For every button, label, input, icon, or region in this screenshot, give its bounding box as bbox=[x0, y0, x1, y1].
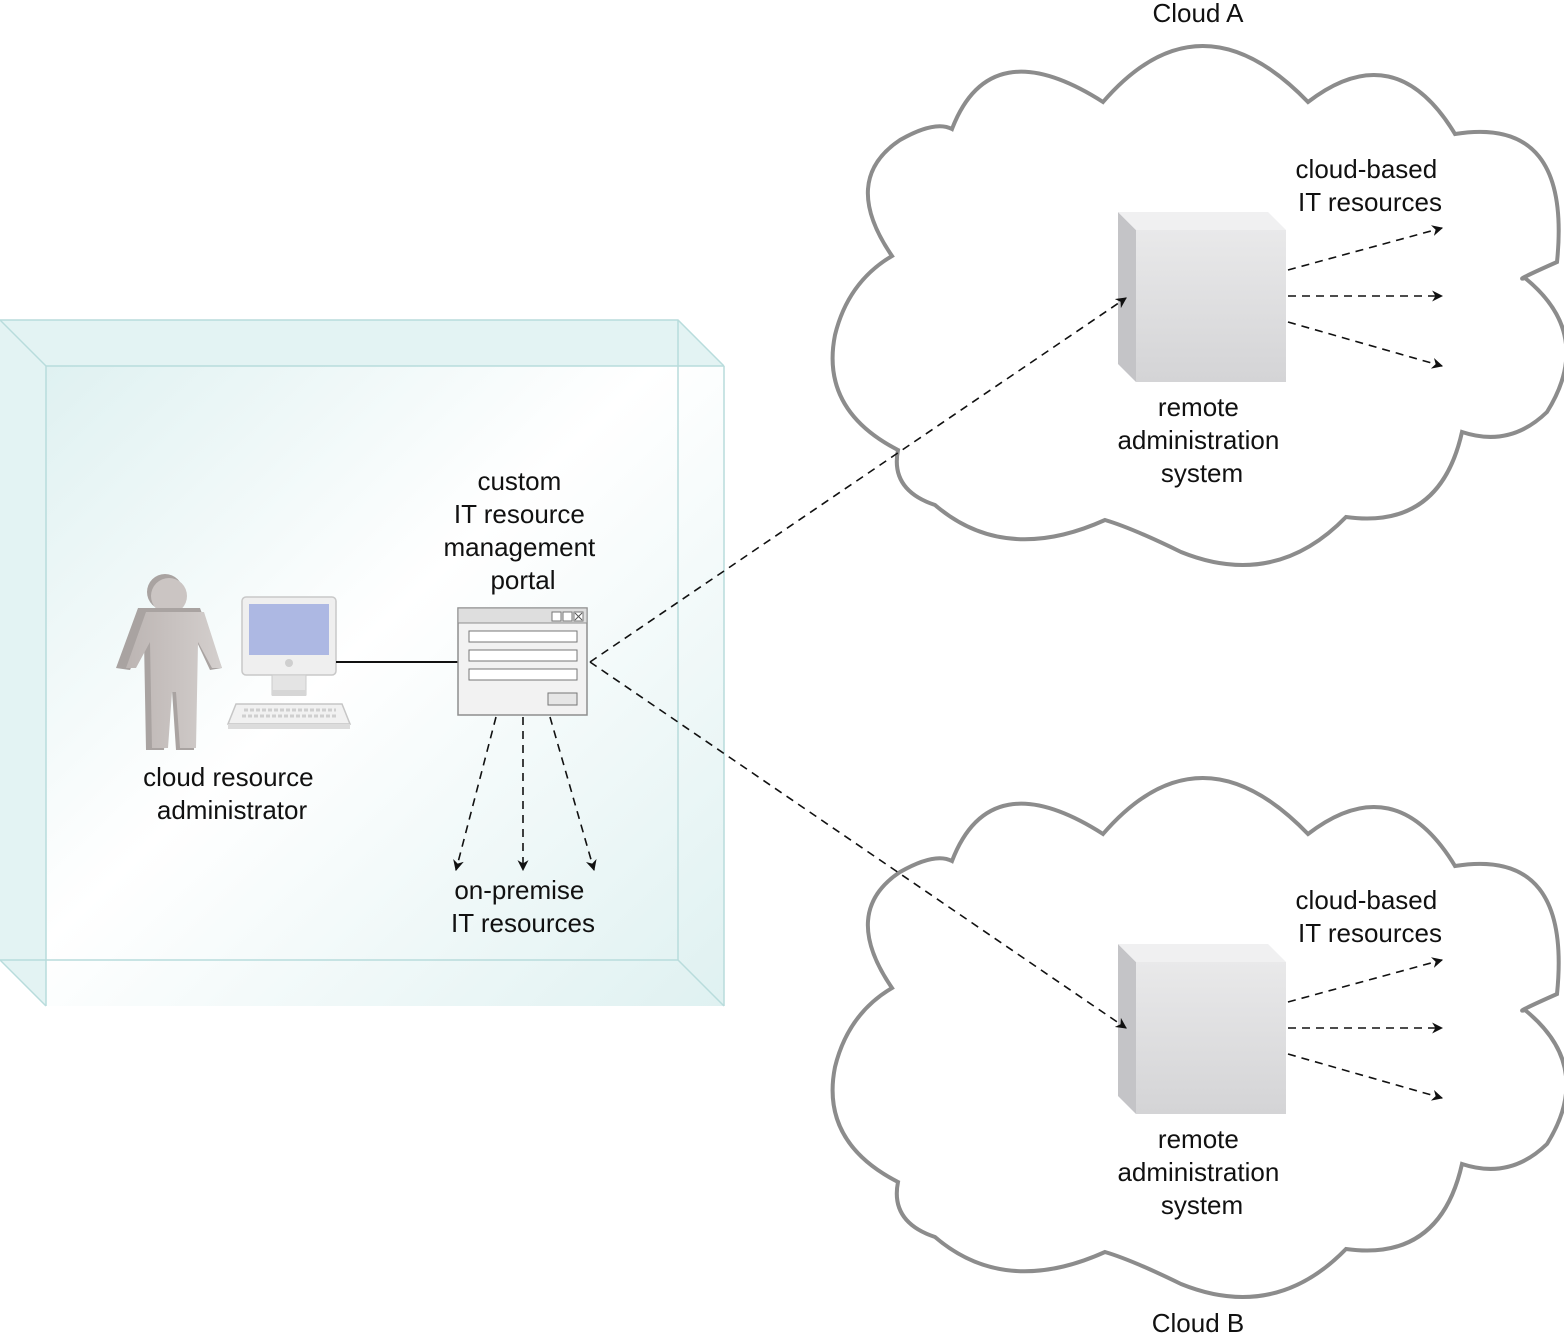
on-premise-arrows bbox=[453, 716, 597, 872]
portal-to-cloud-b-arrow bbox=[589, 661, 1127, 1029]
server-box-icon bbox=[1118, 944, 1286, 1114]
cloud-a-resource-arrows bbox=[1287, 225, 1444, 369]
portal-to-cloud-a-arrow bbox=[589, 297, 1127, 663]
cloud-b-remote-admin-label: remote administration system bbox=[1117, 1124, 1286, 1220]
cloud-a-remote-admin-label: remote administration system bbox=[1117, 392, 1286, 488]
cloud-b-title: Cloud B bbox=[1152, 1308, 1245, 1335]
on-premise-resources-label: on-premise IT resources bbox=[451, 875, 595, 938]
server-box-icon bbox=[1118, 212, 1286, 382]
portal-label: custom IT resource management portal bbox=[444, 466, 603, 595]
person-icon bbox=[116, 574, 222, 750]
cloud-b-resources-label: cloud-based IT resources bbox=[1296, 885, 1445, 948]
workstation-icon bbox=[226, 596, 352, 729]
cloud-a-title: Cloud A bbox=[1152, 0, 1244, 28]
administrator-label: cloud resource administrator bbox=[143, 762, 321, 825]
cloud-a-resources-label: cloud-based IT resources bbox=[1296, 154, 1445, 217]
cloud-b-resource-arrows bbox=[1287, 957, 1444, 1101]
portal-window-icon bbox=[457, 607, 588, 716]
